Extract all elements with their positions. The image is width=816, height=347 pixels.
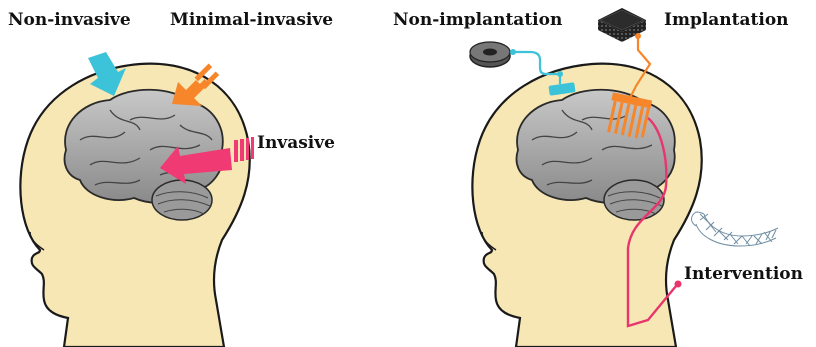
label-invasive: Invasive xyxy=(257,135,335,152)
label-non-invasive: Non-invasive xyxy=(8,12,131,29)
stent-icon xyxy=(692,212,779,246)
electrode-puck-icon xyxy=(470,42,510,67)
label-minimal-invasive: Minimal-invasive xyxy=(170,12,333,29)
label-implantation: Implantation xyxy=(664,12,789,29)
label-non-implantation: Non-implantation xyxy=(393,12,562,29)
label-intervention: Intervention xyxy=(684,266,803,283)
